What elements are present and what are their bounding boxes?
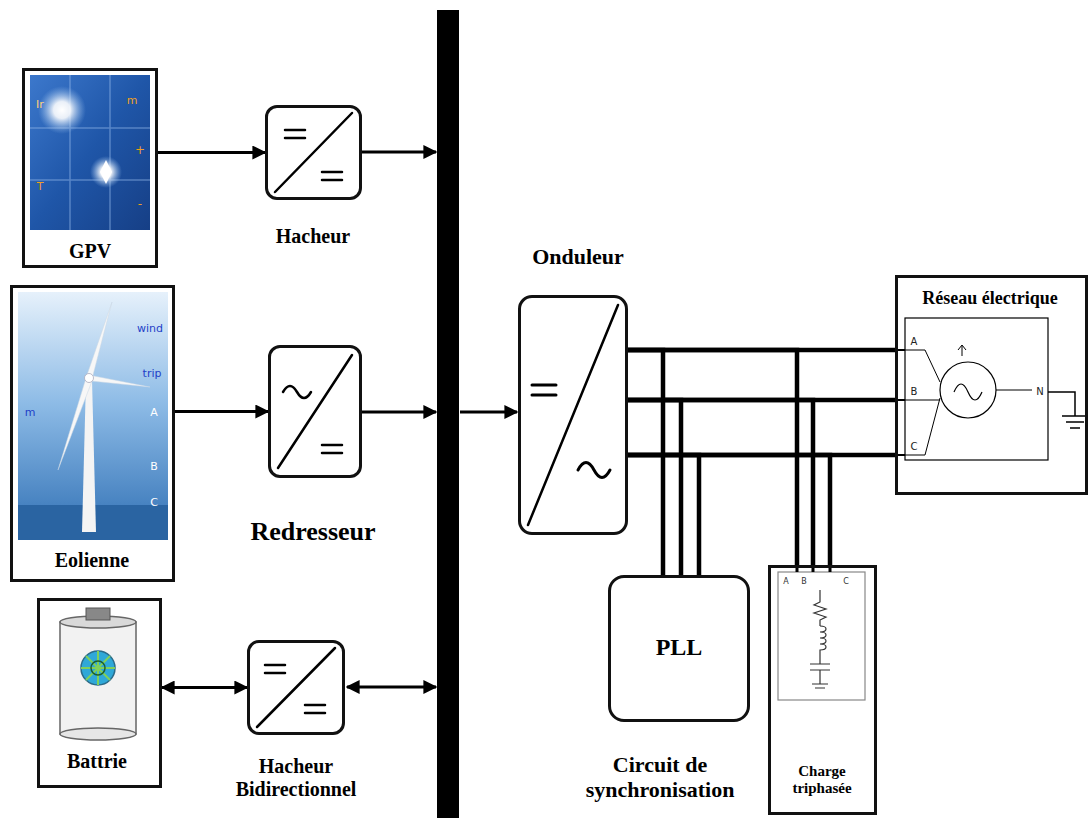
illustration-part: [996, 390, 1032, 391]
illustration-part: [1062, 416, 1088, 428]
power-arrow: [162, 686, 247, 689]
terminal-label: +: [135, 144, 145, 156]
illustration-part: [85, 374, 94, 383]
illustration-part: [958, 345, 966, 356]
terminal-label: wind: [137, 323, 163, 334]
illustration-part: [257, 648, 335, 727]
illustration-part: [275, 113, 352, 192]
illustration-part: [810, 664, 830, 688]
illustration-part: [322, 445, 342, 453]
converter-box: Hacheur: [265, 105, 362, 200]
node-label: Battrie: [67, 750, 127, 773]
battery-icon: [60, 608, 136, 740]
illustration-part: [283, 386, 311, 398]
illustration-part: [905, 350, 940, 455]
illustration-part: [90, 156, 122, 188]
wind-turbine-icon: [18, 292, 168, 540]
three-phase-wire: [628, 350, 699, 575]
illustration-part: [814, 590, 826, 626]
dc-bus: [437, 10, 459, 818]
terminal-label: B: [150, 461, 158, 472]
pll-box: PLLCircuit de synchronisation: [608, 575, 750, 722]
load-icon: [778, 565, 865, 700]
illustration-part: [30, 75, 150, 230]
illustration-part: [86, 608, 110, 620]
terminal-label: C: [843, 578, 849, 586]
illustration-part: [285, 130, 342, 180]
terminal-label: C: [911, 442, 918, 452]
power-arrow: [158, 151, 265, 154]
terminal-label: N: [1036, 387, 1043, 397]
pv-icon: [30, 75, 150, 230]
illustration-part: [905, 318, 1048, 460]
node-caption: Circuit de synchronisation: [586, 752, 735, 803]
inverter-box: Onduleur: [518, 295, 628, 535]
node-label: PLL: [656, 634, 703, 662]
illustration-part: [18, 292, 168, 540]
illustration-part: [30, 75, 150, 230]
node-label: Charge triphasée: [775, 763, 870, 798]
illustration-part: [578, 463, 610, 478]
node-label: GPV: [69, 240, 111, 263]
node-label: Eolienne: [55, 549, 129, 572]
battery-box: Battrie: [37, 598, 162, 788]
load-box: Charge triphasée: [768, 565, 877, 815]
terminal-label: A: [150, 407, 158, 418]
node-label: Réseau électrique: [922, 288, 1057, 309]
illustration-part: [82, 380, 96, 532]
illustration-part: [91, 661, 105, 675]
terminal-label: A: [911, 337, 918, 347]
node-label: Hacheur Bidirectionnel: [236, 755, 357, 801]
illustration-part: [362, 411, 436, 414]
illustration-part: [778, 572, 865, 700]
terminal-label: C: [150, 497, 158, 508]
illustration-part: [60, 622, 136, 734]
illustration-part: [58, 378, 92, 470]
converter-box: Redresseur: [268, 345, 362, 478]
illustration-part: [60, 728, 136, 740]
illustration-part: [81, 651, 115, 685]
illustration-part: [528, 305, 618, 525]
converter-box: Hacheur Bidirectionnel: [247, 640, 345, 735]
illustration-part: [278, 355, 352, 468]
power-arrow: [175, 410, 268, 413]
illustration-part: [362, 151, 436, 154]
illustration-part: [954, 384, 982, 400]
three-phase-wire: [628, 350, 830, 565]
terminal-label: -: [138, 198, 142, 210]
illustration-part: [265, 665, 325, 713]
illustration-part: [100, 160, 112, 184]
terminal-label: Ir: [36, 99, 44, 110]
terminal-label: B: [911, 387, 918, 397]
illustration-part: [532, 385, 556, 395]
illustration-part: [38, 86, 86, 134]
grid-source-icon: [895, 318, 1088, 460]
terminal-label: trip: [143, 368, 162, 379]
illustration-part: [89, 375, 150, 387]
illustration-part: [347, 686, 436, 689]
three-phase-wire: [628, 350, 895, 455]
terminal-label: T: [37, 181, 44, 192]
terminal-label: B: [801, 578, 807, 586]
illustration-part: [87, 302, 112, 379]
illustration-part: [460, 411, 517, 414]
terminal-label: A: [783, 578, 788, 586]
illustration-part: [81, 651, 115, 685]
terminal-label: m: [25, 407, 36, 418]
terminal-label: m: [127, 95, 138, 106]
illustration-part: [820, 626, 826, 664]
illustration-part: [1048, 392, 1075, 416]
node-label: Hacheur: [276, 225, 350, 248]
grid-box: Réseau électrique: [895, 275, 1088, 495]
illustration-part: [940, 362, 996, 418]
converter-symbols: [257, 113, 618, 727]
node-label: Redresseur: [250, 517, 375, 547]
bus-arrows: [347, 152, 517, 687]
node-label: Onduleur: [532, 244, 624, 269]
